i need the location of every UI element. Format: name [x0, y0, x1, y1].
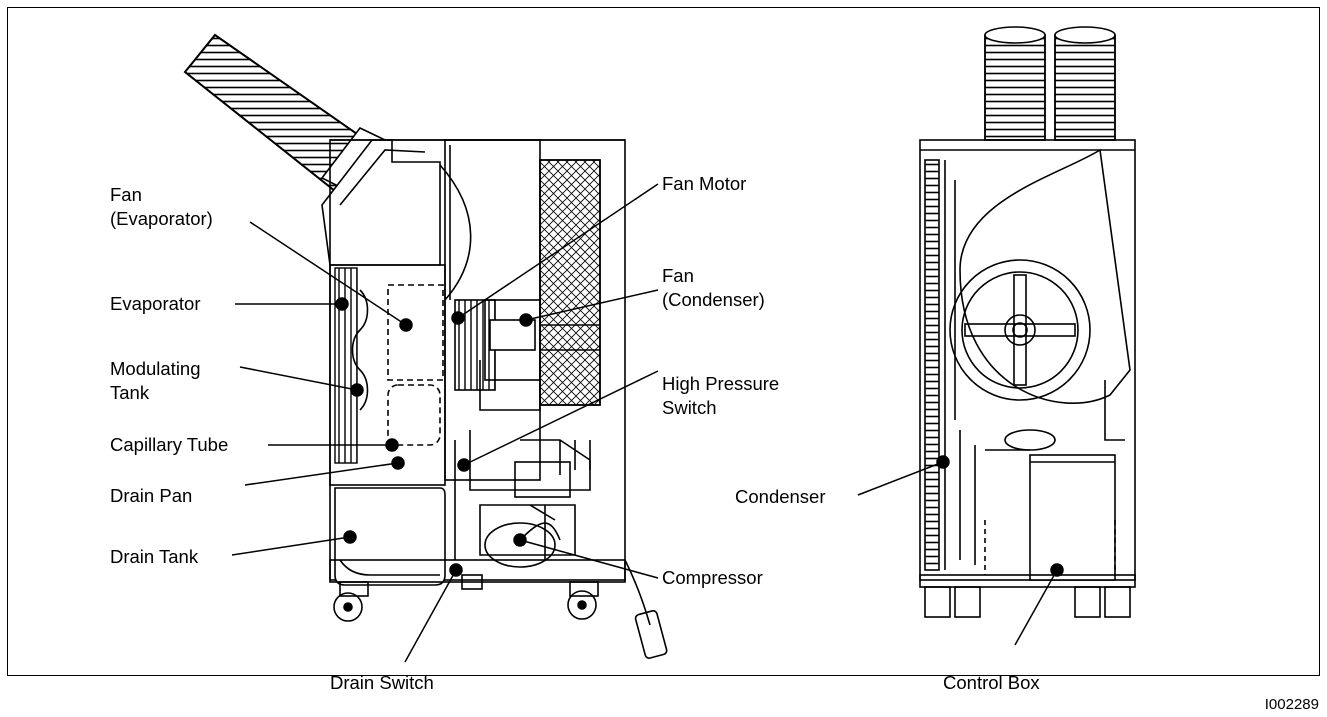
figure-frame	[7, 7, 1320, 676]
back-control-box	[1029, 454, 1116, 581]
label-capillary-tube: Capillary Tube	[110, 434, 229, 455]
leader-drain-switch	[404, 569, 457, 663]
leader-control-box	[1014, 569, 1058, 646]
back-wheels	[924, 586, 1131, 618]
label-modulating-tank: Modulating Tank	[110, 358, 201, 403]
leader-fan-condenser	[525, 289, 659, 321]
power-cord	[624, 559, 651, 626]
leader-condenser	[857, 461, 944, 496]
label-condenser: Condenser	[735, 486, 826, 507]
label-fan-evaporator: Fan (Evaporator)	[110, 184, 213, 229]
label-high-pressure-switch: High Pressure Switch	[662, 373, 780, 418]
label-evaporator: Evaporator	[110, 293, 201, 314]
back-ducts	[984, 26, 1116, 141]
leader-fan-motor	[457, 183, 659, 319]
leader-compressor	[519, 539, 659, 579]
side-wheels	[333, 574, 599, 622]
label-drain-pan: Drain Pan	[110, 485, 193, 506]
side-view-unit	[183, 33, 668, 659]
leader-lines	[231, 183, 1064, 663]
label-control-box: Control Box	[943, 672, 1040, 693]
figure-id: I002289	[1264, 696, 1319, 713]
side-condenser-mesh	[539, 159, 601, 406]
leader-high-pressure-switch	[463, 370, 659, 466]
back-body	[919, 139, 1136, 581]
label-fan-condenser: Fan (Condenser)	[662, 265, 765, 310]
leader-drain-pan	[244, 462, 399, 486]
label-drain-switch: Drain Switch	[330, 672, 434, 693]
side-compressor	[484, 522, 556, 568]
label-drain-tank: Drain Tank	[110, 546, 199, 567]
back-view-unit	[919, 26, 1136, 618]
evaporator-coil	[334, 267, 358, 464]
leader-drain-tank	[231, 536, 351, 556]
label-fan-motor: Fan Motor	[662, 173, 747, 194]
leader-modulating-tank	[239, 366, 358, 391]
label-compressor: Compressor	[662, 567, 763, 588]
back-condenser-coil	[924, 159, 940, 571]
leader-fan-evaporator	[249, 221, 407, 326]
back-blower-fan	[949, 259, 1091, 401]
